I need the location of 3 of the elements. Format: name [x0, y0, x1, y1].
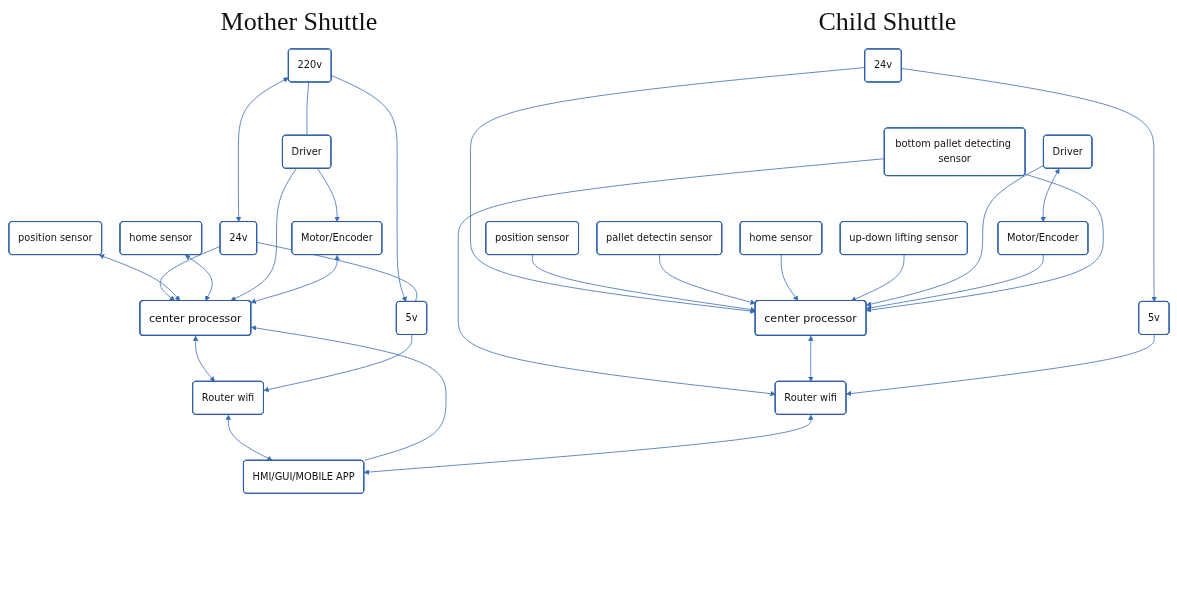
shuttle-heading: Mother Shuttle [220, 7, 378, 37]
connector [306, 81, 309, 136]
shuttle-heading: Child Shuttle [818, 7, 957, 37]
